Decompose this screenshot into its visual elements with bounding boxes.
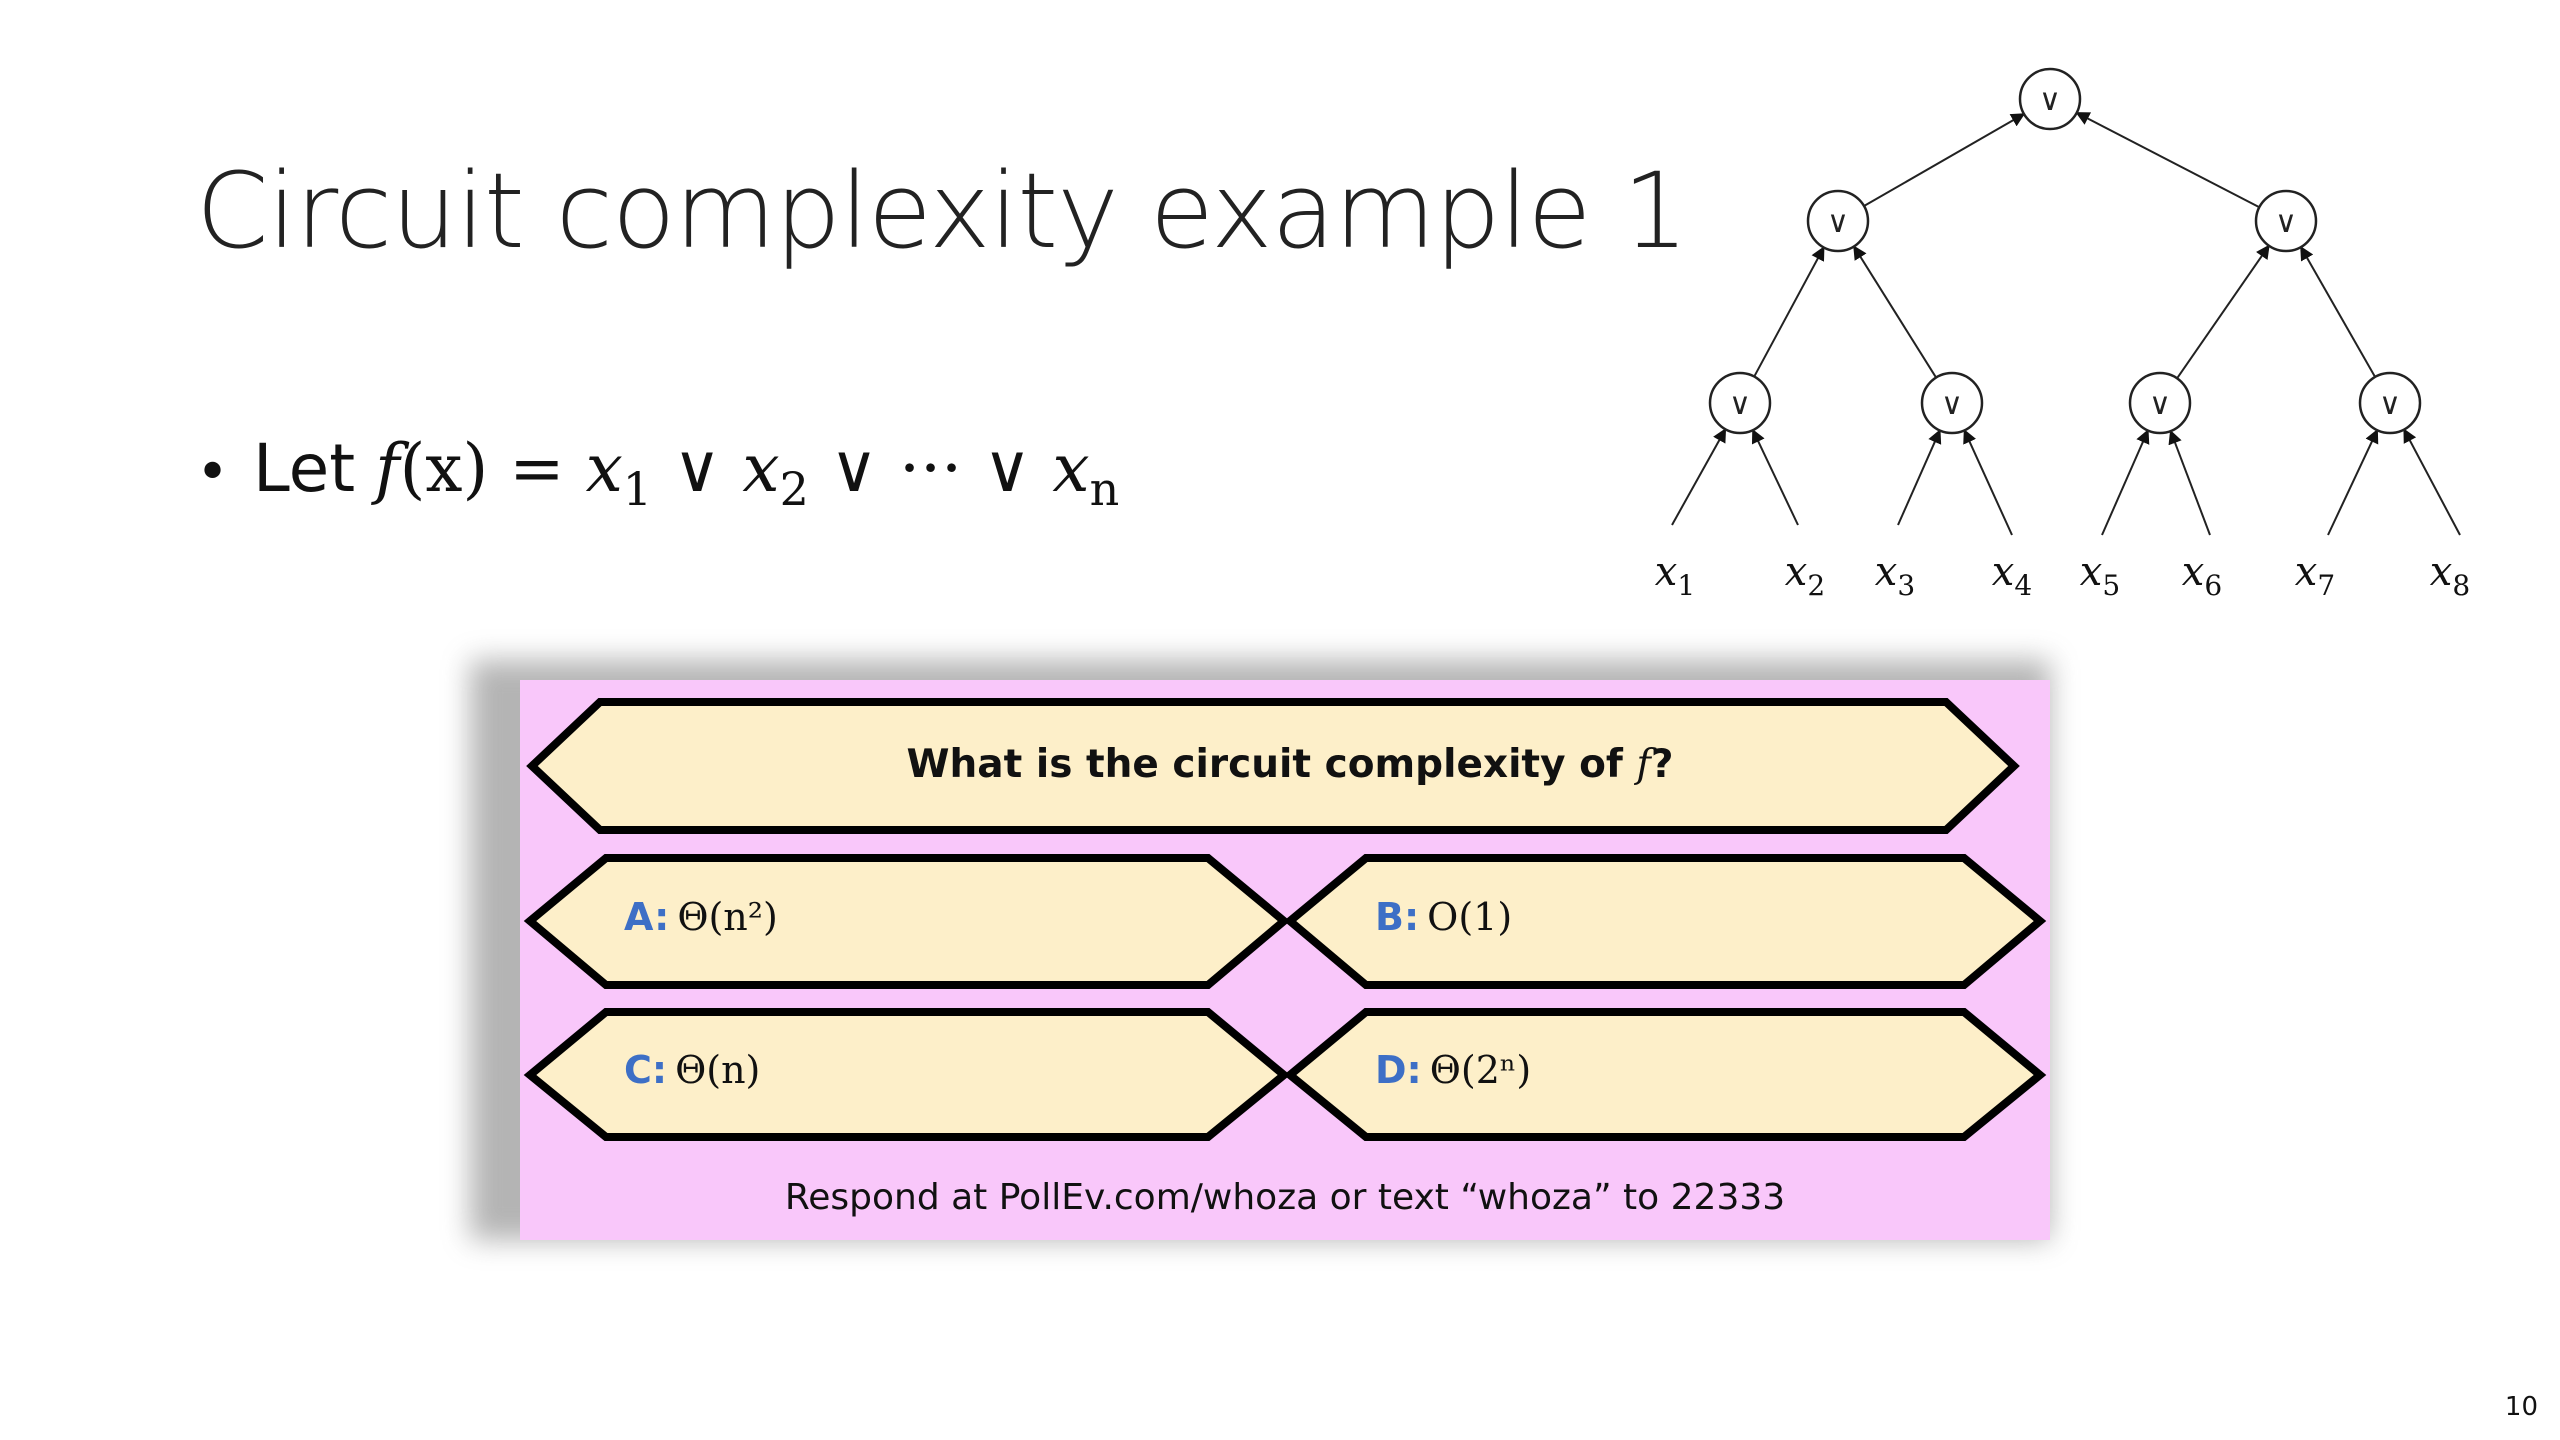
leaf-edge bbox=[2101, 429, 2150, 536]
leaf-variable: x3 bbox=[1875, 549, 1915, 602]
or-gate-circle bbox=[2254, 189, 2318, 253]
poll-shapes bbox=[523, 698, 2047, 1141]
leaf-variable: x2 bbox=[1785, 549, 1825, 602]
or-circuit-tree: ∨ ∨ ∨ ∨ ∨ ∨ ∨ x1 x2 x3 x4 x5 x6 x7 x8 bbox=[1655, 67, 2470, 602]
bullet-marker: • bbox=[196, 440, 230, 505]
leaf-edge bbox=[2168, 429, 2211, 536]
tree-edge bbox=[2300, 245, 2376, 378]
question-hexagon bbox=[526, 698, 2020, 834]
question-prefix: What is the circuit complexity of bbox=[906, 742, 1637, 787]
or-gate: ∨ bbox=[1920, 371, 1984, 435]
option-c-letter: C: bbox=[624, 1048, 668, 1092]
leaf-edge bbox=[1963, 429, 2013, 536]
ellipsis: ··· bbox=[899, 430, 963, 507]
respond-instructions: Respond at PollEv.com/whoza or text “who… bbox=[784, 1177, 1786, 1218]
poll-widget: What is the circuit complexity of f? A:Θ… bbox=[520, 680, 2050, 1240]
question-suffix: ? bbox=[1650, 742, 1674, 787]
or-gate: ∨ bbox=[2128, 371, 2192, 435]
var-xn: x bbox=[1052, 430, 1090, 507]
or-op-1: ∨ bbox=[652, 430, 743, 507]
option-d-hexagon[interactable] bbox=[1283, 1008, 2047, 1141]
page-number: 10 bbox=[2504, 1392, 2538, 1422]
leaf-variable: x6 bbox=[2182, 549, 2222, 602]
question-var: f bbox=[1636, 742, 1651, 787]
or-gate-circle bbox=[2018, 67, 2082, 131]
equals-sign: = bbox=[488, 430, 586, 507]
option-d[interactable]: D:Θ(2ⁿ) bbox=[1375, 1048, 1531, 1093]
or-gate-symbol: ∨ bbox=[1827, 205, 1849, 240]
or-gate-symbol: ∨ bbox=[2275, 205, 2297, 240]
tree-edge bbox=[2176, 244, 2270, 379]
poll-question: What is the circuit complexity of f? bbox=[520, 742, 2060, 787]
function-arg: (x) bbox=[399, 430, 489, 507]
or-gate-circle bbox=[2128, 371, 2192, 435]
tree-edge bbox=[1863, 113, 2026, 207]
option-a[interactable]: A:Θ(n²) bbox=[624, 895, 778, 940]
or-gate-symbol: ∨ bbox=[2039, 83, 2061, 118]
or-gate: ∨ bbox=[2254, 189, 2318, 253]
bullet-definition: • Let f(x) = x1 ∨ x2 ∨ ··· ∨ xn bbox=[196, 430, 1119, 516]
or-gate-symbol: ∨ bbox=[2379, 387, 2401, 422]
option-a-letter: A: bbox=[624, 895, 670, 939]
or-gate-symbol: ∨ bbox=[1729, 387, 1751, 422]
or-op-3: ∨ bbox=[962, 430, 1053, 507]
option-b-hexagon[interactable] bbox=[1283, 854, 2047, 989]
leaf-variable: x1 bbox=[1655, 549, 1695, 602]
or-gate: ∨ bbox=[1708, 371, 1772, 435]
sub-2: 2 bbox=[779, 462, 809, 516]
var-x2: x bbox=[742, 430, 780, 507]
option-d-expr: Θ(2ⁿ) bbox=[1429, 1048, 1532, 1092]
tree-edge bbox=[1853, 245, 1937, 379]
sub-1: 1 bbox=[622, 462, 653, 516]
leaf-variable: x7 bbox=[2295, 549, 2335, 602]
or-gate-symbol: ∨ bbox=[1941, 387, 1963, 422]
or-gate-circle bbox=[1806, 189, 1870, 253]
slide-title: Circuit complexity example 1 bbox=[196, 150, 1689, 272]
tree-edge bbox=[2075, 111, 2260, 209]
var-x1: x bbox=[585, 430, 623, 507]
or-gate: ∨ bbox=[2358, 371, 2422, 435]
function-name: f bbox=[375, 430, 400, 507]
sub-n: n bbox=[1089, 462, 1120, 516]
bullet-lead: Let bbox=[253, 430, 356, 507]
option-d-letter: D: bbox=[1375, 1048, 1422, 1092]
function-definition: f(x) = x1 ∨ x2 ∨ ··· ∨ xn bbox=[375, 430, 1119, 516]
leaf-edge bbox=[2327, 428, 2379, 536]
or-gate: ∨ bbox=[1806, 189, 1870, 253]
leaf-edge bbox=[1751, 428, 1799, 526]
option-a-expr: Θ(n²) bbox=[677, 895, 778, 939]
option-b-letter: B: bbox=[1375, 895, 1420, 939]
or-op-2: ∨ bbox=[808, 430, 900, 507]
leaf-edge bbox=[1671, 427, 1727, 526]
leaf-variable: x5 bbox=[2080, 549, 2120, 602]
or-gate-circle bbox=[1920, 371, 1984, 435]
option-b[interactable]: B:O(1) bbox=[1375, 895, 1512, 940]
or-gate-circle bbox=[2358, 371, 2422, 435]
option-c-expr: Θ(n) bbox=[675, 1048, 761, 1092]
leaf-edge bbox=[2403, 428, 2461, 536]
option-c[interactable]: C:Θ(n) bbox=[624, 1048, 760, 1093]
or-gate-symbol: ∨ bbox=[2149, 387, 2171, 422]
tree-edge bbox=[1753, 246, 1825, 378]
or-gate: ∨ bbox=[2018, 67, 2082, 131]
or-gate-circle bbox=[1708, 371, 1772, 435]
leaf-variable: x8 bbox=[2430, 549, 2470, 602]
leaf-edge bbox=[1897, 429, 1942, 526]
option-b-expr: O(1) bbox=[1427, 895, 1513, 939]
leaf-variable: x4 bbox=[1992, 549, 2032, 602]
